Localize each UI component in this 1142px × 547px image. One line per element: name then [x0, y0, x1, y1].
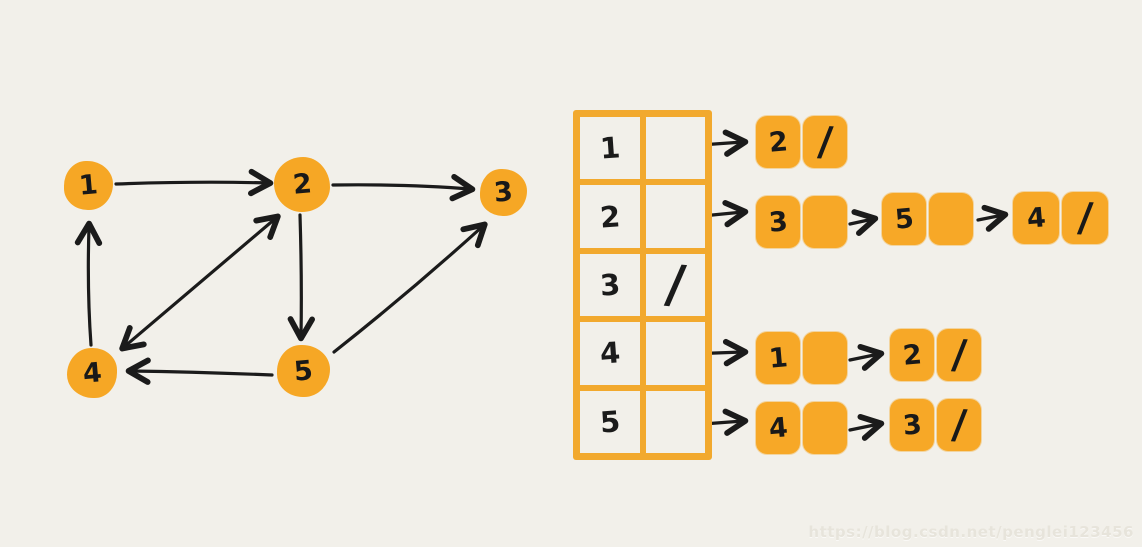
adjacency-row-5-vertex: 5: [580, 390, 640, 453]
edge-4-to-1: [74, 220, 103, 347]
graph-node-5-label: 5: [292, 354, 315, 388]
list-arrow-row4-a: [848, 343, 885, 371]
null-pointer-slash: /: [950, 331, 968, 379]
node-value: 5: [893, 202, 915, 236]
list-node-value: 5: [882, 193, 926, 245]
vertex-label: 5: [598, 404, 622, 440]
vertex-label: 1: [598, 130, 622, 166]
list-node-next: /: [1062, 192, 1108, 244]
adjacency-row-3-vertex: 3: [580, 253, 640, 317]
list-arrow-row2-a: [848, 209, 879, 237]
graph-node-5: 5: [277, 345, 330, 397]
watermark-url: https://blog.csdn.net/penglei123456: [808, 523, 1134, 541]
null-pointer-slash: /: [950, 401, 968, 449]
list-node-next: [803, 196, 847, 248]
adjacency-row-4-pointer: [645, 322, 705, 385]
adjacency-row-1-vertex: 1: [580, 117, 640, 180]
graph-node-2-label: 2: [291, 168, 313, 201]
list-node-next: /: [803, 116, 847, 168]
vertex-label: 4: [598, 335, 622, 372]
list-row4-node2: 2 /: [890, 329, 981, 381]
adjacency-row-5-pointer: [645, 390, 705, 453]
graph-node-3-label: 3: [492, 176, 515, 209]
node-value: 4: [767, 411, 789, 445]
adjacency-row-2-vertex: 2: [580, 185, 640, 248]
list-row1-node1: 2 /: [756, 116, 847, 168]
list-row2-node2: 5: [882, 193, 973, 245]
node-value: 4: [1025, 201, 1047, 235]
edge-1-to-2: [114, 168, 274, 197]
list-node-value: 4: [756, 402, 800, 454]
graph-node-4: 4: [67, 348, 117, 398]
list-row5-node2: 3 /: [890, 399, 981, 451]
node-value: 1: [767, 341, 789, 375]
vertex-label: 2: [598, 198, 622, 235]
list-node-next: [929, 193, 973, 245]
list-node-value: 3: [890, 399, 934, 451]
edge-5-to-4: [125, 357, 274, 385]
node-value: 2: [901, 338, 923, 372]
graph-node-4-label: 4: [81, 356, 103, 390]
list-node-next: [803, 402, 847, 454]
edge-5-to-3: [332, 221, 488, 354]
list-arrow-row5-a: [848, 413, 885, 441]
list-node-next: /: [937, 329, 981, 381]
graph-node-2: 2: [274, 157, 330, 212]
adjacency-table: 1 2 3 / 4 5: [573, 110, 712, 460]
list-node-next: [803, 332, 847, 384]
edge-2-to-3: [331, 173, 476, 202]
list-node-value: 2: [890, 329, 934, 381]
null-pointer-slash: /: [662, 254, 688, 316]
edge-4-to-2-bidirectional: [119, 213, 281, 352]
list-row4-node1: 1: [756, 332, 847, 384]
adjacency-row-2-pointer: [645, 185, 705, 248]
node-value: 3: [901, 408, 923, 442]
list-row2-node3: 4 /: [1013, 192, 1108, 244]
list-node-next: /: [937, 399, 981, 451]
list-row5-node1: 4: [756, 402, 847, 454]
list-arrow-row2-b: [976, 204, 1009, 232]
node-value: 3: [767, 205, 789, 239]
null-pointer-slash: /: [816, 118, 834, 166]
vertex-label: 3: [598, 267, 622, 303]
list-node-value: 3: [756, 196, 800, 248]
list-node-value: 2: [756, 116, 800, 168]
null-pointer-slash: /: [1076, 194, 1094, 242]
list-node-value: 4: [1013, 192, 1059, 244]
graph-node-1-label: 1: [77, 169, 100, 202]
list-node-value: 1: [756, 332, 800, 384]
edge-2-to-5: [287, 213, 315, 342]
adjacency-row-3-pointer: /: [645, 253, 705, 317]
list-row2-node1: 3: [756, 196, 847, 248]
node-value: 2: [767, 125, 789, 159]
graph-node-3: 3: [480, 169, 527, 216]
adjacency-row-1-pointer: [645, 117, 705, 180]
adjacency-row-4-vertex: 4: [580, 322, 640, 385]
graph-node-1: 1: [64, 161, 113, 210]
